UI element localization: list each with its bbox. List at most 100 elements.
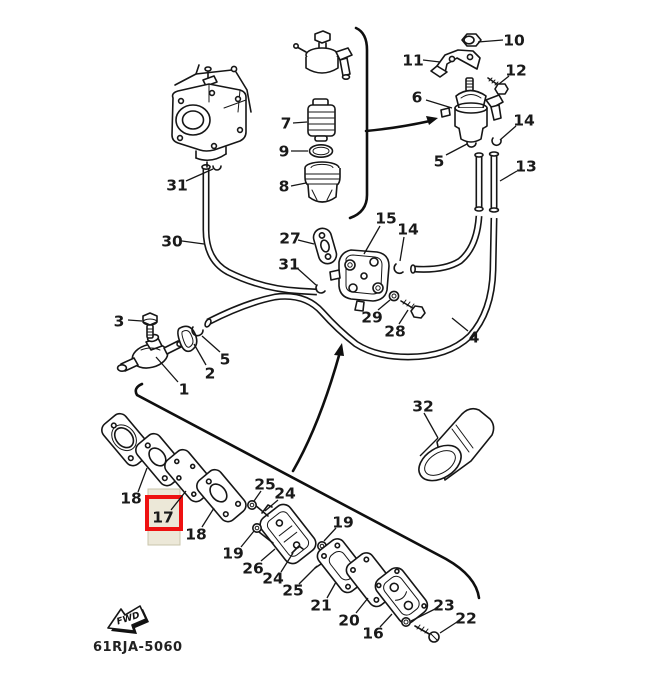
fwd-badge: FWD xyxy=(107,605,149,634)
callout-label-31[interactable]: 31 xyxy=(278,256,300,274)
screw-22-drawing xyxy=(414,624,440,643)
leader-line xyxy=(181,240,205,245)
leader-line xyxy=(425,99,453,109)
silencer-drawing xyxy=(418,407,495,482)
selected-part-highlight[interactable] xyxy=(145,488,183,546)
leader-line xyxy=(410,608,436,622)
callout-label-14[interactable]: 14 xyxy=(513,112,535,130)
leader-line xyxy=(155,356,179,383)
cock-bolt-drawing xyxy=(142,312,158,339)
mount-bolt-drawing xyxy=(487,77,509,95)
callout-label-27[interactable]: 27 xyxy=(279,230,301,248)
callout-label-13[interactable]: 13 xyxy=(515,158,537,176)
callout-label-10[interactable]: 10 xyxy=(503,32,525,50)
leader-line xyxy=(477,39,504,43)
callout-label-23[interactable]: 23 xyxy=(433,597,455,615)
leader-line xyxy=(445,143,468,156)
callout-label-30[interactable]: 30 xyxy=(161,233,183,251)
callout-label-5[interactable]: 5 xyxy=(220,351,231,369)
leader-line xyxy=(193,343,207,366)
nut-19-drawing xyxy=(252,522,263,533)
callout-label-18[interactable]: 18 xyxy=(120,490,142,508)
callout-label-15[interactable]: 15 xyxy=(375,210,397,228)
callout-label-24[interactable]: 24 xyxy=(262,570,284,588)
assembly-arrow-pump xyxy=(291,343,344,473)
leader-line xyxy=(379,613,393,628)
callout-label-26[interactable]: 26 xyxy=(242,560,264,578)
fuel-pipes-13 xyxy=(474,151,500,213)
fuel-hose-4 xyxy=(204,217,498,361)
leader-line xyxy=(296,267,317,286)
leader-line xyxy=(398,309,409,325)
callout-label-25[interactable]: 25 xyxy=(254,476,276,494)
leader-line xyxy=(419,437,439,457)
callout-label-25[interactable]: 25 xyxy=(282,582,304,600)
callout-label-17[interactable]: 17 xyxy=(152,509,174,527)
leader-line xyxy=(323,527,337,542)
assembly-bracket-lower xyxy=(134,382,481,600)
leader-line xyxy=(253,490,262,502)
callout-label-29[interactable]: 29 xyxy=(361,309,383,327)
highlight-red-box xyxy=(145,495,183,531)
leader-line xyxy=(127,319,143,322)
mount-nut-drawing xyxy=(461,33,482,47)
callout-label-5[interactable]: 5 xyxy=(434,153,445,171)
nut-25-drawing xyxy=(247,499,258,510)
callout-label-2[interactable]: 2 xyxy=(205,365,216,383)
callout-label-9[interactable]: 9 xyxy=(279,143,290,161)
callout-label-19[interactable]: 19 xyxy=(222,545,244,563)
leader-line xyxy=(201,335,221,353)
leader-line xyxy=(260,548,276,562)
leader-line xyxy=(363,225,381,255)
leader-line xyxy=(355,597,369,614)
callout-label-22[interactable]: 22 xyxy=(455,610,477,628)
callout-label-1[interactable]: 1 xyxy=(179,381,190,399)
mount-bracket-drawing xyxy=(430,49,481,78)
pump-bolt-28-drawing xyxy=(400,299,426,319)
callout-label-19[interactable]: 19 xyxy=(332,514,354,532)
filter-assembly-drawing xyxy=(440,77,504,148)
callout-label-24[interactable]: 24 xyxy=(274,485,296,503)
callout-label-16[interactable]: 16 xyxy=(362,625,384,643)
leader-line xyxy=(280,552,294,573)
drawing-code: 61RJA-5060 xyxy=(93,640,183,655)
callout-label-31[interactable]: 31 xyxy=(166,177,188,195)
washer-23-drawing xyxy=(400,616,411,627)
leader-line xyxy=(498,75,510,85)
leader-line xyxy=(499,125,517,141)
leader-line xyxy=(377,299,391,311)
fuel-pump-drawing xyxy=(329,249,390,312)
fuel-joint-drawing xyxy=(292,30,353,81)
callout-label-21[interactable]: 21 xyxy=(310,597,332,615)
leader-line xyxy=(137,467,148,493)
leader-line xyxy=(264,499,279,512)
leader-line xyxy=(297,239,315,245)
callout-label-12[interactable]: 12 xyxy=(505,62,527,80)
leader-line xyxy=(399,236,405,262)
assembly-bracket-filter xyxy=(348,26,438,220)
callout-label-11[interactable]: 11 xyxy=(402,52,424,70)
leader-line xyxy=(499,170,518,182)
callout-label-7[interactable]: 7 xyxy=(281,115,292,133)
callout-label-3[interactable]: 3 xyxy=(114,313,125,331)
carburetor-drawing xyxy=(171,64,252,171)
leader-line xyxy=(298,565,318,585)
callout-label-28[interactable]: 28 xyxy=(384,323,406,341)
callout-labels: 1234556798101112131414151617181819192021… xyxy=(114,32,537,643)
callout-label-18[interactable]: 18 xyxy=(185,526,207,544)
callout-label-4[interactable]: 4 xyxy=(469,329,480,347)
callout-label-8[interactable]: 8 xyxy=(279,178,290,196)
callout-label-6[interactable]: 6 xyxy=(412,89,423,107)
gasket-plate-drawing xyxy=(196,468,247,523)
fuel-hose-to-pump xyxy=(409,215,483,274)
pin-24-drawing xyxy=(291,545,304,554)
hose-clip-31-drawing xyxy=(315,284,326,294)
callout-label-32[interactable]: 32 xyxy=(412,398,434,416)
leader-line xyxy=(201,507,215,528)
callout-label-14[interactable]: 14 xyxy=(397,221,419,239)
hose-clip-5-drawing xyxy=(191,326,204,337)
leader-line xyxy=(185,168,214,182)
callout-label-20[interactable]: 20 xyxy=(338,612,360,630)
